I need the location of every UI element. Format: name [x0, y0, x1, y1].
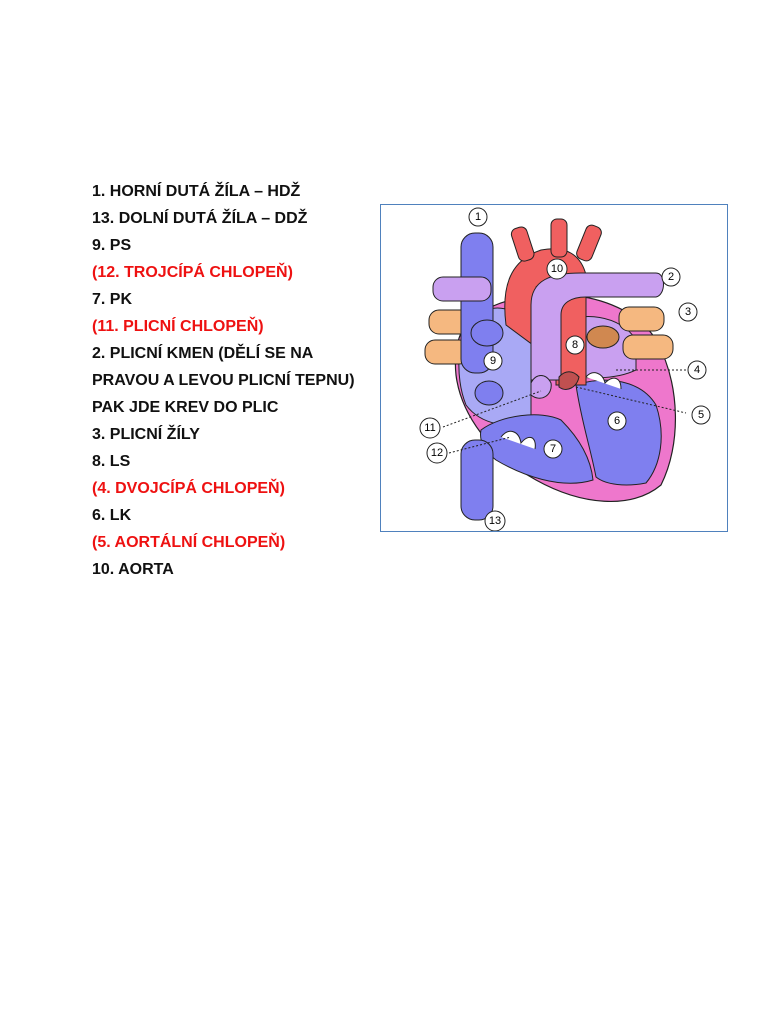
- aorta-branch-3: [576, 224, 602, 262]
- list-item: (12. TROJCÍPÁ CHLOPEŇ): [92, 264, 293, 281]
- sinus-opening-1: [470, 319, 504, 347]
- list-item: 8. LS: [92, 453, 131, 470]
- diagram-label-11: 11: [424, 422, 435, 434]
- diagram-label-8: 8: [572, 339, 578, 351]
- diagram-label-5: 5: [698, 409, 704, 421]
- list-item: (5. AORTÁLNÍ CHLOPEŇ): [92, 534, 286, 551]
- aortic-valve: [558, 371, 580, 390]
- sinus-opening-2: [474, 380, 504, 406]
- inferior-vena-cava: [460, 439, 494, 521]
- diagram-label-2: 2: [668, 271, 674, 283]
- list-item: 6. LK: [92, 507, 132, 524]
- pulmonary-valve: [530, 375, 552, 399]
- diagram-label-7: 7: [550, 443, 556, 455]
- list-item: 2. PLICNÍ KMEN (DĚLÍ SE NA: [92, 345, 314, 362]
- superior-vena-cava: [460, 232, 494, 374]
- leader-line-11: [442, 390, 542, 428]
- diagram-label-13: 13: [489, 515, 501, 527]
- mitral-valve: [585, 372, 622, 390]
- diagram-label-6: 6: [614, 415, 620, 427]
- list-item: (11. PLICNÍ CHLOPEŇ): [92, 318, 264, 335]
- diagram-label-12: 12: [431, 447, 443, 459]
- heart-svg: 1 2 3 4 5 6 7 8 9 10 11 12 13: [419, 207, 711, 531]
- organ-list: 1. HORNÍ DUTÁ ŽÍLA – HDŽ 13. DOLNÍ DUTÁ Ž…: [92, 178, 355, 583]
- aorta-branch-1: [510, 226, 535, 262]
- list-item: 3. PLICNÍ ŽÍLY: [92, 426, 200, 443]
- pulmonary-vein-right-2: [622, 334, 674, 360]
- sinus-opening-3: [586, 325, 620, 349]
- pulmonary-vein-right-1: [618, 306, 665, 332]
- pulmonary-trunk: [530, 272, 664, 381]
- diagram-label-1: 1: [475, 211, 481, 223]
- list-item: (4. DVOJCÍPÁ CHLOPEŇ): [92, 480, 285, 497]
- leader-line-12: [448, 436, 512, 454]
- aorta-branch-2: [550, 218, 568, 258]
- list-item: 7. PK: [92, 291, 133, 308]
- pulmonary-artery-left: [432, 276, 492, 302]
- heart-diagram: 1 2 3 4 5 6 7 8 9 10 11 12 13: [380, 204, 728, 532]
- list-item: 1. HORNÍ DUTÁ ŽÍLA – HDŽ: [92, 183, 301, 200]
- left-ventricle: [575, 379, 662, 486]
- list-item: 9. PS: [92, 237, 132, 254]
- diagram-label-3: 3: [685, 306, 691, 318]
- diagram-label-9: 9: [490, 355, 496, 367]
- tricuspid-valve: [500, 430, 536, 450]
- list-item: 10. AORTA: [92, 561, 174, 578]
- list-item: 13. DOLNÍ DUTÁ ŽÍLA – DDŽ: [92, 210, 308, 227]
- diagram-label-4: 4: [694, 364, 700, 376]
- list-item: PRAVOU A LEVOU PLICNÍ TEPNU): [92, 372, 355, 389]
- leader-line-5: [575, 386, 687, 414]
- diagram-label-10: 10: [551, 263, 563, 275]
- list-item: PAK JDE KREV DO PLIC: [92, 399, 279, 416]
